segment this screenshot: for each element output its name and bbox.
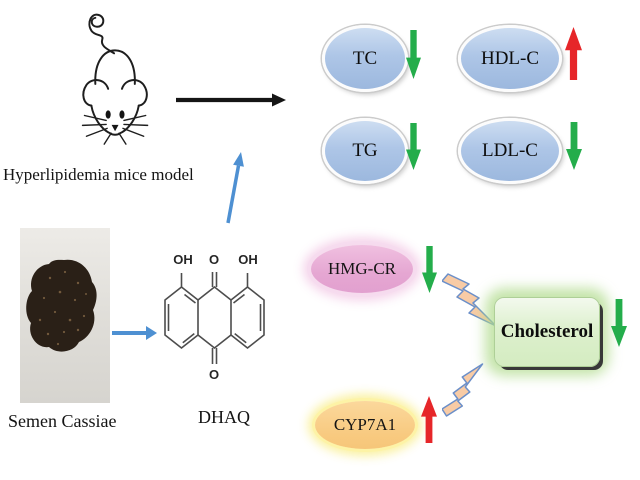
lipid-ellipse-tc: TC [322, 25, 408, 92]
cyp7a1-ellipse: CYP7A1 [315, 401, 415, 449]
down-arrow-icon [422, 246, 437, 293]
lightning-bolt-icon [442, 273, 497, 327]
ldlc-label: LDL-C [482, 140, 538, 161]
cholesterol-box: Cholesterol [494, 297, 600, 367]
up-arrow-icon [421, 396, 437, 443]
mice-model-label: Hyperlipidemia mice model [3, 165, 194, 184]
tg-label: TG [352, 140, 378, 161]
up-arrow-icon [565, 27, 582, 80]
down-arrow-icon [406, 123, 421, 170]
o-bottom-atom-label: O [208, 367, 220, 382]
hmgcr-ellipse: HMG-CR [311, 245, 413, 293]
down-arrow-icon [406, 30, 421, 79]
semen-cassiae-label: Semen Cassiae [8, 411, 117, 431]
mouse-icon [81, 13, 149, 145]
cyp7a1-label: CYP7A1 [333, 415, 397, 434]
semen-cassiae-photo [20, 228, 110, 403]
cholesterol-label: Cholesterol [500, 321, 594, 342]
down-arrow-icon [611, 299, 627, 347]
dhaq-to-mice-arrow-icon [226, 152, 244, 224]
lipid-ellipse-ldlc: LDL-C [458, 118, 562, 184]
hdlc-label: HDL-C [480, 47, 540, 69]
down-arrow-icon [566, 122, 582, 170]
lipid-ellipse-hdlc: HDL-C [458, 25, 562, 92]
dhaq-label: DHAQ [198, 407, 250, 427]
oh-right-atom-label: OH [238, 252, 258, 267]
lipid-ellipse-tg: TG [322, 118, 408, 184]
oh-left-atom-label: OH [173, 252, 193, 267]
anthraquinone-skeleton-icon [164, 272, 265, 364]
tc-label: TC [352, 47, 378, 69]
o-top-atom-label: O [208, 252, 220, 267]
dhaq-structure: OH O OH O [158, 248, 290, 398]
hmgcr-label: HMG-CR [327, 259, 396, 278]
semen-to-dhaq-arrow-icon [112, 326, 157, 340]
mice-to-lipids-arrow-icon [176, 93, 286, 107]
lightning-bolt-icon [442, 363, 484, 417]
